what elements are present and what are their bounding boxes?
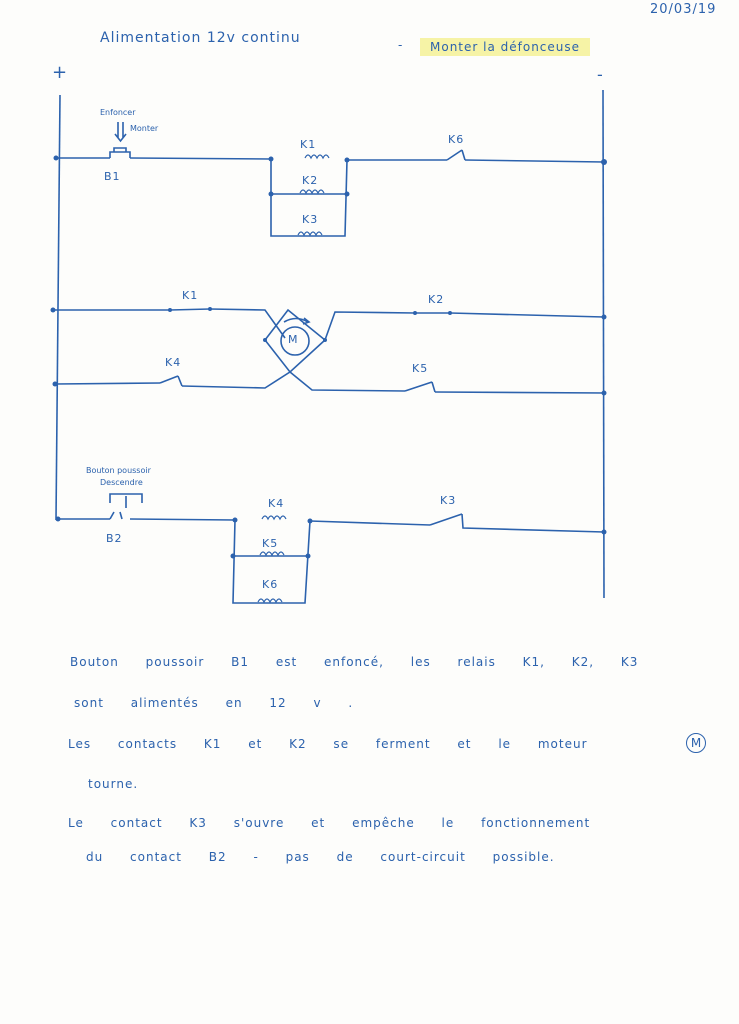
plus-label: + bbox=[52, 62, 69, 83]
arrow-down-icon bbox=[114, 122, 127, 143]
b1-label: B1 bbox=[104, 170, 121, 183]
note-line-4: tourne. bbox=[88, 777, 139, 791]
k5-contact-label: K5 bbox=[412, 362, 429, 375]
b2-hint: Bouton poussoir bbox=[86, 466, 151, 475]
k4-contact bbox=[159, 375, 183, 387]
b2-button bbox=[109, 493, 143, 520]
note-line-6: du contact B2 - pas de court-circuit pos… bbox=[86, 850, 555, 864]
coil-box-2 bbox=[232, 519, 311, 604]
date: 20/03/19 bbox=[650, 2, 717, 17]
motor-label: M bbox=[288, 333, 299, 346]
title-highlight: Monter la défonceuse bbox=[420, 38, 591, 56]
k3-contact-label: K3 bbox=[440, 494, 457, 507]
rung3-wire bbox=[54, 371, 607, 394]
motor-symbol-note: M bbox=[686, 733, 706, 753]
k4-contact-label: K4 bbox=[165, 356, 182, 369]
coils bbox=[257, 154, 330, 604]
junction-dots bbox=[50, 155, 607, 559]
note-line-1: Bouton poussoir B1 est enfoncé, les rela… bbox=[70, 655, 639, 669]
k1-contact bbox=[169, 308, 211, 311]
note-line-5: Le contact K3 s'ouvre et empêche le fonc… bbox=[68, 816, 591, 830]
push-sub: Monter bbox=[130, 124, 159, 133]
b1-button bbox=[109, 147, 131, 158]
rung2-wire bbox=[52, 308, 605, 341]
k6-contact-label: K6 bbox=[448, 133, 465, 146]
coil-k3-label: K3 bbox=[302, 213, 319, 226]
coil-k4-label: K4 bbox=[268, 497, 285, 510]
coil-k5-label: K5 bbox=[262, 537, 279, 550]
coil-k1-label: K1 bbox=[300, 138, 317, 151]
note-line-2: sont alimentés en 12 v . bbox=[74, 696, 354, 710]
coil-k6-label: K6 bbox=[262, 578, 279, 591]
coil-box-1 bbox=[270, 159, 348, 237]
coil-k2-label: K2 bbox=[302, 174, 319, 187]
title-left: Alimentation 12v continu bbox=[100, 30, 301, 46]
note-line-3: Les contacts K1 et K2 se ferment et le m… bbox=[68, 737, 588, 751]
k3-contact bbox=[429, 513, 463, 526]
negative-rail bbox=[602, 89, 605, 599]
motor-symbol bbox=[280, 326, 310, 356]
rung4-wire bbox=[58, 513, 605, 533]
positive-rail bbox=[55, 94, 61, 521]
b2-label: B2 bbox=[106, 532, 123, 545]
push-hint: Enfoncer bbox=[100, 108, 136, 117]
k1-contact-label: K1 bbox=[182, 289, 199, 302]
rung1-wire bbox=[56, 157, 605, 163]
k6-contact bbox=[446, 149, 466, 161]
k5-contact bbox=[404, 381, 436, 393]
b2-sub: Descendre bbox=[100, 478, 143, 487]
k2-contact-label: K2 bbox=[428, 293, 445, 306]
minus-label: - bbox=[597, 65, 604, 84]
rotation-arrow-icon bbox=[283, 317, 311, 325]
title-dash: - bbox=[398, 38, 404, 52]
